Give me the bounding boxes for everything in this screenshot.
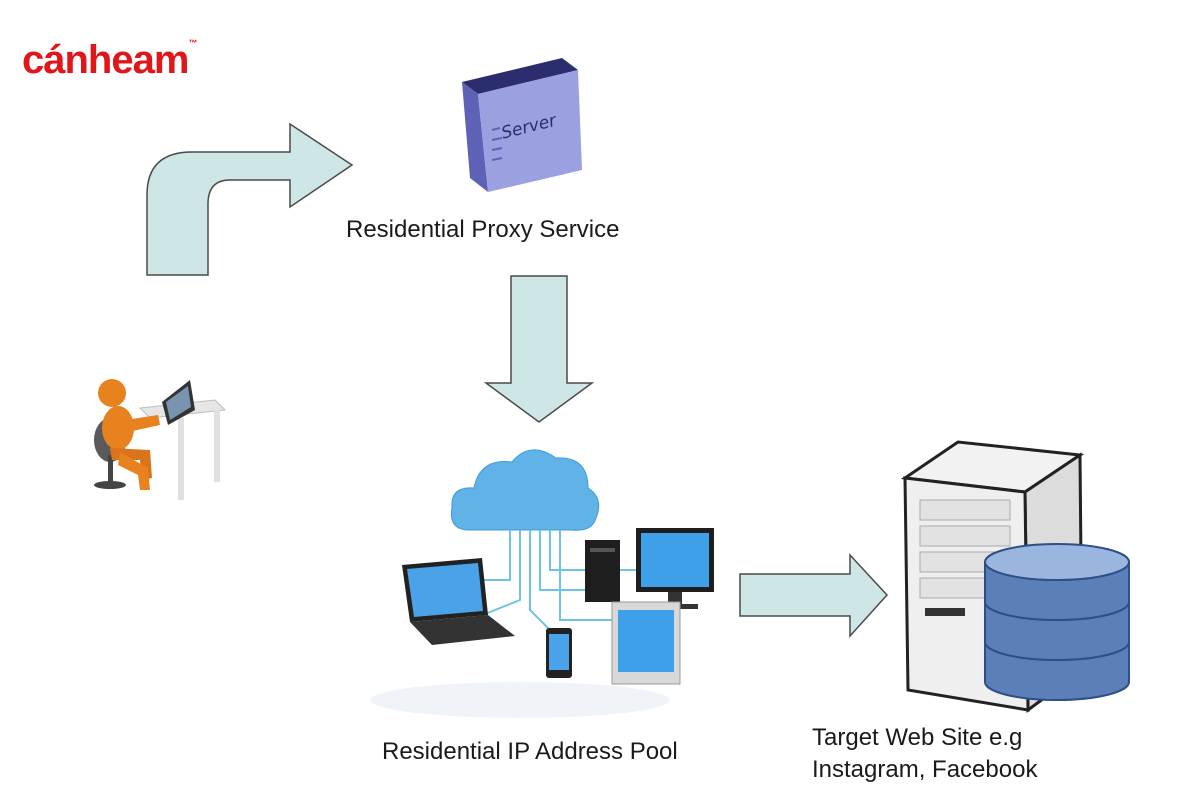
edge-proxy-to-pool-arrow [483, 275, 595, 423]
ip-pool-label: Residential IP Address Pool [382, 738, 678, 765]
target-label-line1: Target Web Site e.g [812, 724, 1023, 751]
person-at-computer-icon [94, 379, 227, 500]
cloud-network-devices-icon [370, 449, 714, 718]
trademark-mark: ™ [188, 38, 198, 48]
target-label-line2: Instagram, Facebook [812, 756, 1038, 783]
edge-pool-to-target-arrow [739, 553, 889, 638]
server-database-icon [900, 440, 1130, 713]
edge-user-to-proxy-arrow [146, 122, 354, 276]
server-box-icon: Server [462, 58, 582, 192]
brand-logo: cánheam™ [22, 38, 197, 83]
proxy-service-label: Residential Proxy Service [346, 216, 620, 243]
brand-logo-text: cánheam [22, 38, 189, 82]
